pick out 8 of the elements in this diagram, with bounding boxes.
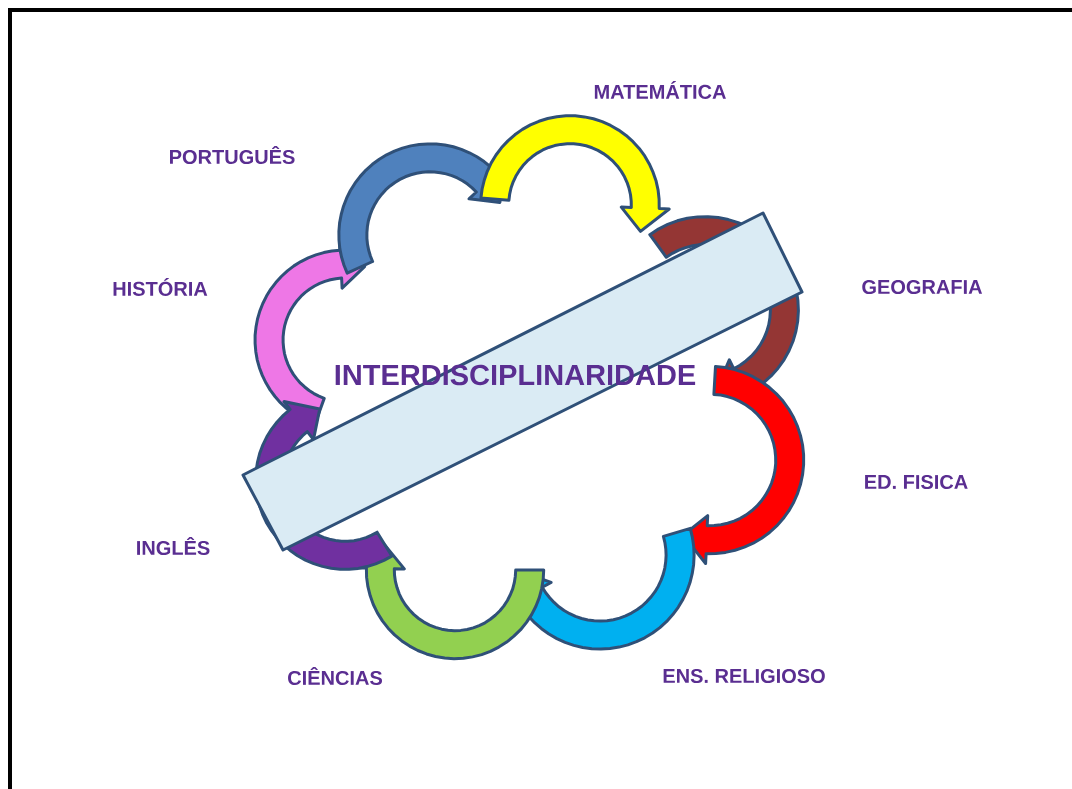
subject-label: INGLÊS (137, 536, 210, 556)
subject-label: GEOGRAFIA (862, 279, 983, 295)
subject-label: MATEMÁTICA (594, 81, 726, 99)
subject-label: ENS. RELIGIOSO (663, 668, 825, 684)
subject-label: PORTUGUÊS (170, 145, 295, 165)
subject-label: HISTÓRIA (113, 278, 208, 296)
subject-label: CIÊNCIAS (288, 666, 382, 686)
subject-label: ED. FISICA (865, 474, 968, 490)
